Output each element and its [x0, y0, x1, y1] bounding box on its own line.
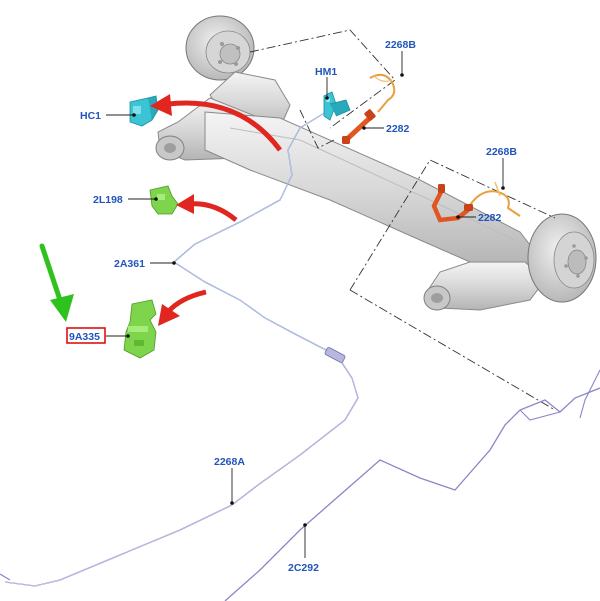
- wiring-2268B-right-icon: [469, 181, 521, 217]
- axle-beam: [204, 111, 541, 269]
- label-2282-top[interactable]: 2282: [386, 123, 410, 135]
- bracket-2L198-icon: [149, 185, 179, 215]
- right-brake-drum-icon: [527, 213, 597, 303]
- detail-outline-top: [249, 29, 396, 149]
- detail-outline-right: [349, 159, 556, 411]
- label-2l198[interactable]: 2L198: [93, 194, 123, 206]
- label-2282-right[interactable]: 2282: [478, 212, 502, 224]
- rear-axle-assembly: [155, 15, 597, 311]
- green-pointer-arrow-icon: [39, 243, 74, 322]
- valve-block-9A335-icon: [123, 299, 157, 359]
- label-2a361[interactable]: 2A361: [114, 258, 145, 270]
- brake-hose-2282-top-icon: [342, 109, 376, 144]
- highlight-box: [66, 327, 106, 344]
- left-brake-drum-icon: [185, 15, 255, 81]
- line-fitting-icon: [324, 347, 346, 363]
- brake-line-2268A: [0, 359, 359, 587]
- label-2c292[interactable]: 2C292: [288, 562, 319, 574]
- brake-hose-2282-right-icon: [431, 184, 473, 223]
- wiring-2268B-top-icon: [369, 73, 396, 113]
- brake-line-2C292: [224, 369, 600, 601]
- red-arrow-9a335-icon: [158, 289, 207, 326]
- label-9a335[interactable]: 9A335: [69, 331, 100, 343]
- red-arrow-2l198-icon: [176, 194, 238, 222]
- hm1-abs-sensor-icon: [323, 91, 351, 121]
- brake-line-2A361: [172, 111, 341, 357]
- label-hm1[interactable]: HM1: [315, 66, 337, 78]
- callout-leaders: [106, 51, 505, 558]
- label-hc1[interactable]: HC1: [80, 110, 101, 122]
- label-2268a[interactable]: 2268A: [214, 456, 245, 468]
- label-2268b-top[interactable]: 2268B: [385, 39, 416, 51]
- label-2268b-right[interactable]: 2268B: [486, 146, 517, 158]
- red-arrow-hc1-icon: [150, 94, 283, 152]
- hc1-connector-icon: [129, 95, 159, 127]
- callout-labels: HC1 HM1 2268B 2282 2268B 2282 2L198 2A36…: [69, 39, 517, 574]
